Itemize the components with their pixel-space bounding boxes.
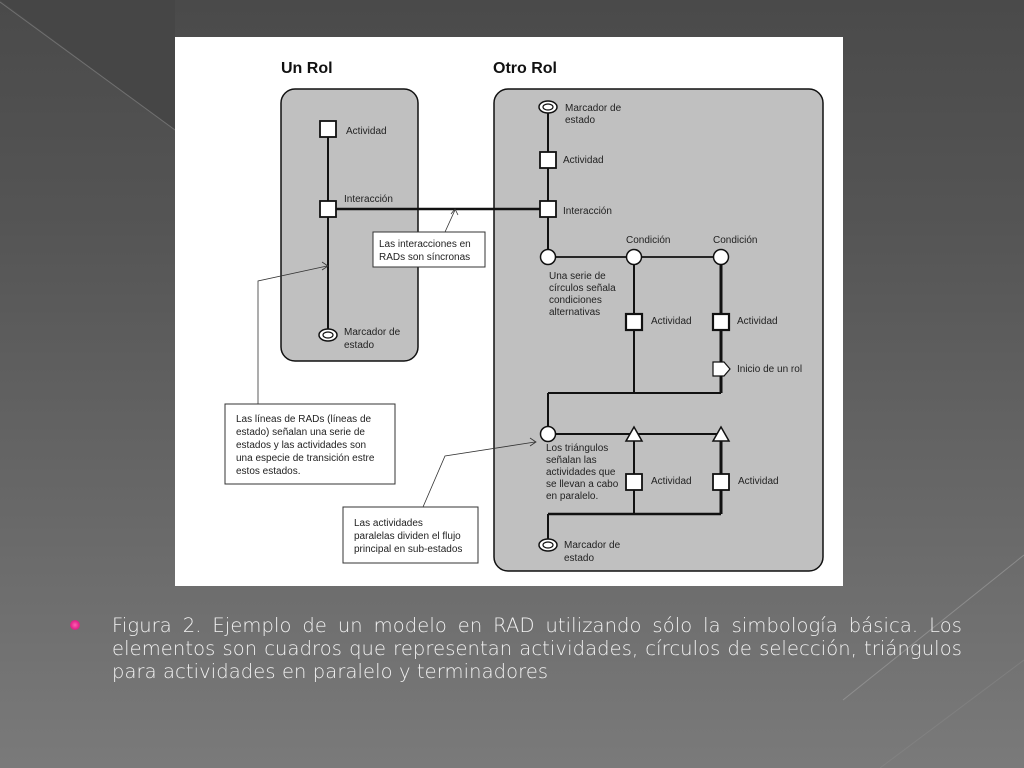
callout-parallel-line: Las actividades [354, 518, 423, 529]
label-state-marker-top-1: Marcador de [565, 103, 622, 114]
activity-box-icon [712, 473, 730, 491]
role-start-icon [712, 361, 731, 377]
callout-interactions-line: RADs son síncronas [379, 252, 470, 263]
label-state-marker-left-1: Marcador de [344, 327, 401, 338]
interaction-box-icon [319, 200, 337, 218]
triangles-note-line: señalan las [546, 455, 597, 466]
callout-rad-lines-line: una especie de transición estre [236, 453, 375, 464]
callout-parallel-line: principal en sub-estados [354, 544, 462, 555]
activity-box-icon [624, 312, 644, 332]
activity-box-icon [539, 151, 557, 169]
label-state-marker-left-2: estado [344, 340, 374, 351]
callout-parallel-line: paralelas dividen el flujo [354, 531, 461, 542]
label-condition-activity-1: Actividad [651, 316, 692, 327]
activity-box-icon [319, 120, 337, 138]
label-activity-right: Actividad [563, 155, 604, 166]
condition-circle-icon [539, 425, 557, 443]
label-parallel-activity-2: Actividad [738, 476, 779, 487]
callout-interactions [372, 231, 486, 268]
triangles-note-line: Los triángulos [546, 443, 608, 454]
callout-rad-lines [224, 403, 396, 485]
label-state-marker-bottom-1: Marcador de [564, 540, 621, 551]
label-activity-left: Actividad [346, 126, 387, 137]
condition-circle-icon [539, 248, 557, 266]
role-title-left: Un Rol [281, 60, 333, 77]
circles-note-line: alternativas [549, 307, 600, 318]
label-state-marker-top-2: estado [565, 115, 595, 126]
callout-rad-lines-line: estado) señalan una serie de [236, 427, 365, 438]
interaction-box-icon [539, 200, 557, 218]
label-interaction-right: Interacción [563, 206, 612, 217]
callout-parallel [342, 506, 479, 564]
triangles-note-line: se llevan a cabo [546, 479, 619, 490]
condition-circle-icon [712, 248, 730, 266]
role-box-left [280, 88, 419, 362]
circles-note-line: Una serie de [549, 271, 606, 282]
role-title-right: Otro Rol [493, 60, 557, 77]
activity-box-icon [625, 473, 643, 491]
rad-diagram-figure: Un Rol Otro Rol Actividad Interacción Ma… [175, 37, 843, 586]
label-parallel-activity-1: Actividad [651, 476, 692, 487]
label-interaction-left: Interacción [344, 194, 393, 205]
callout-rad-lines-line: estados y las actividades son [236, 440, 366, 451]
triangles-note-line: en paralelo. [546, 491, 598, 502]
circles-note-line: condiciones [549, 295, 602, 306]
figure-caption: Figura 2. Ejemplo de un modelo en RAD ut… [112, 614, 962, 683]
label-state-marker-bottom-2: estado [564, 553, 594, 564]
label-condition-1: Condición [626, 235, 670, 246]
activity-box-icon [711, 312, 731, 332]
circles-note-line: círculos señala [549, 283, 616, 294]
callout-interactions-line: Las interacciones en [379, 239, 471, 250]
role-box-right [493, 88, 824, 572]
label-condition-activity-2: Actividad [737, 316, 778, 327]
callout-rad-lines-line: Las líneas de RADs (líneas de [236, 414, 372, 425]
triangles-note-line: actividades que [546, 467, 616, 478]
callout-rad-lines-line: estos estados. [236, 466, 300, 477]
bullet-icon [70, 620, 80, 630]
label-condition-2: Condición [713, 235, 757, 246]
label-role-start: Inicio de un rol [737, 364, 802, 375]
condition-circle-icon [625, 248, 643, 266]
